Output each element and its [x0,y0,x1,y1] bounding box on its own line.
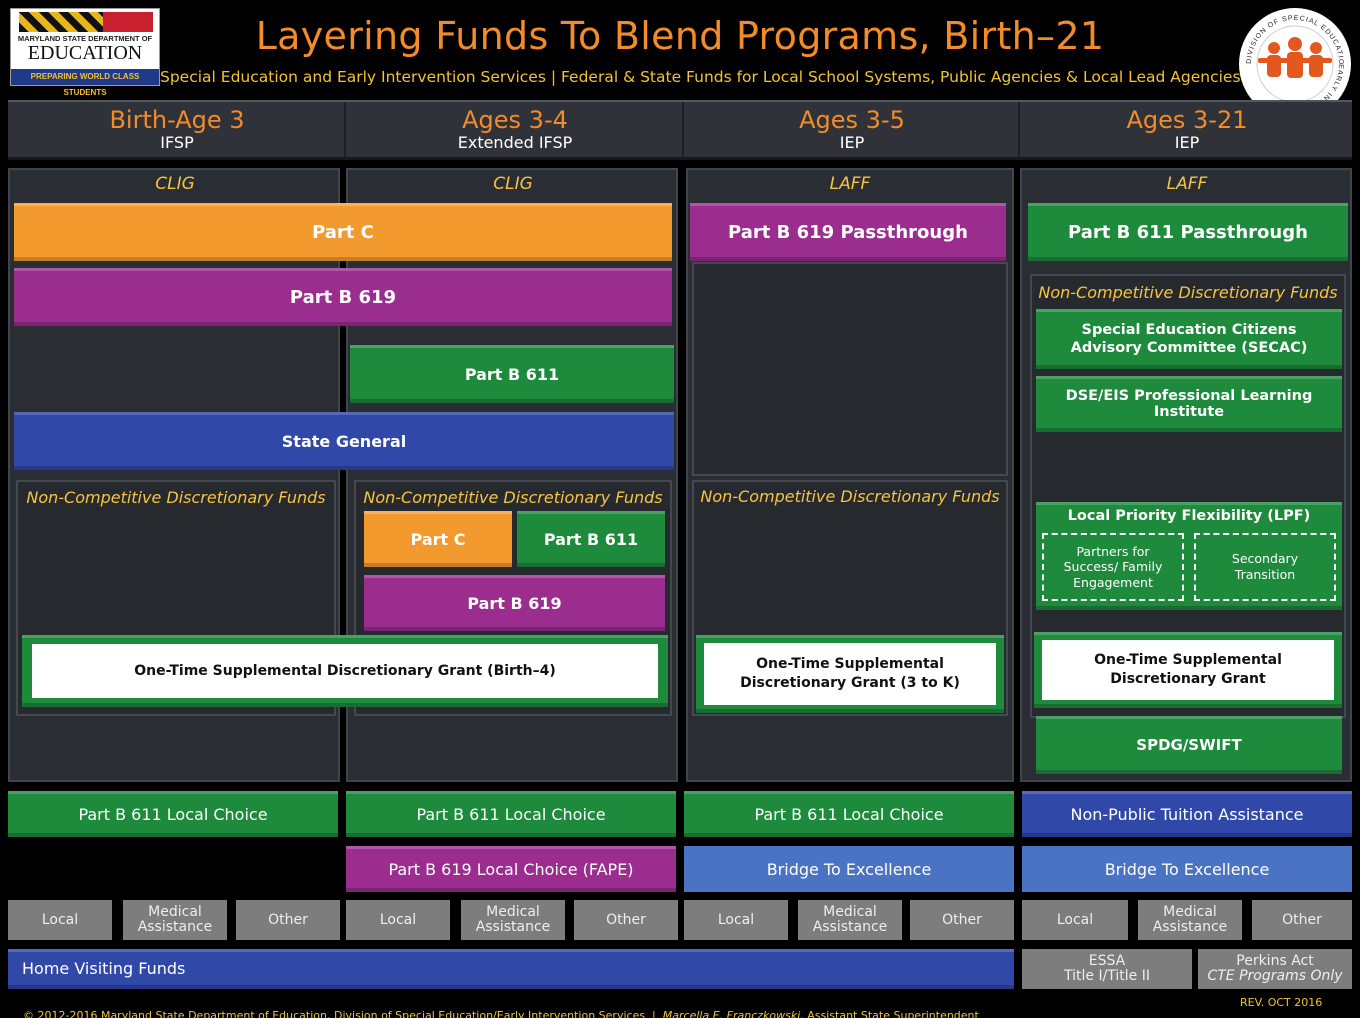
state-general-bar: State General [14,412,674,470]
msde-logo: MARYLAND STATE DEPARTMENT OF EDUCATION P… [10,8,160,97]
dse-eis-box: DSE/EIS Professional Learning Institute [1036,376,1342,432]
lpf-box [1036,502,1342,610]
secondary-transition-box: Secondary Transition [1194,533,1336,601]
medical-2: Medical Assistance [461,900,565,940]
part-b-619-passthrough: Part B 619 Passthrough [690,203,1006,261]
part-b-611-passthrough: Part B 611 Passthrough [1028,203,1348,261]
part-c-bar: Part C [14,203,672,261]
ncdf-part-b-619: Part B 619 [364,575,665,631]
col-header-birth-3: Birth-Age 3 IFSP [10,102,346,158]
onetime-grant-3k: One-Time Supplemental Discretionary Gran… [704,643,996,705]
col-header-3-4: Ages 3-4 Extended IFSP [348,102,684,158]
footer-revision: REV. OCT 2016 [1240,996,1323,1009]
local-choice-611-3: Part B 611 Local Choice [684,791,1014,837]
ncdf-label-birth-3: Non-Competitive Discretionary Funds [26,487,326,507]
medical-3: Medical Assistance [798,900,902,940]
col-plan: IEP [1174,133,1200,152]
col-age: Birth-Age 3 [109,106,245,134]
essa-line2: Title I/Title II [1063,968,1150,984]
home-visiting-bar: Home Visiting Funds [8,949,1014,989]
local-4: Local [1022,900,1128,940]
grant-label-laff-1: LAFF [829,174,871,194]
col-age: Ages 3-5 [799,106,905,134]
local-1: Local [8,900,112,940]
part-b-611-bar: Part B 611 [350,345,674,403]
lpf-label: Local Priority Flexibility (LPF) [1067,508,1311,524]
flag-red-cross-icon [103,12,153,32]
local-choice-611-2: Part B 611 Local Choice [346,791,676,837]
footer-copyright: © 2012-2016 Maryland State Department of… [16,996,1116,1018]
other-2: Other [574,900,678,940]
spdg-swift-box: SPDG/SWIFT [1036,716,1342,774]
upper-area-3-5 [692,262,1008,476]
logo-tagline: PREPARING WORLD CLASS STUDENTS [11,69,159,97]
essa-line1: ESSA [1088,952,1126,969]
col-age: Ages 3-21 [1126,106,1248,134]
essa-box: ESSA Title I/Title II [1022,949,1192,989]
ncdf-label-3-21: Non-Competitive Discretionary Funds [1038,282,1338,302]
children-icon [1258,37,1332,78]
column-headers: Birth-Age 3 IFSP Ages 3-4 Extended IFSP … [8,100,1352,160]
ncdf-part-b-611: Part B 611 [517,511,665,567]
col-plan: IFSP [160,133,194,152]
ncdf-label-3-4: Non-Competitive Discretionary Funds [363,487,663,507]
page-title: Layering Funds To Blend Programs, Birth–… [255,14,1105,58]
col-plan: Extended IFSP [457,133,573,152]
secac-box: Special Education Citizens Advisory Comm… [1036,309,1342,369]
footer-copyright-text: © 2012-2016 Maryland State Department of… [23,1009,663,1018]
local-2: Local [346,900,450,940]
other-4: Other [1252,900,1352,940]
footer-person: Marcella E. Franczkowski, [662,1009,804,1018]
onetime-grant-birth-4: One-Time Supplemental Discretionary Gran… [32,644,658,698]
bridge-excellence-2: Bridge To Excellence [1022,846,1352,892]
col-plan: IEP [839,133,865,152]
local-choice-611-1: Part B 611 Local Choice [8,791,338,837]
grant-label-clig-1: CLIG [155,174,195,194]
perkins-line2: CTE Programs Only [1207,968,1343,984]
col-header-3-5: Ages 3-5 IEP [686,102,1020,158]
other-3: Other [910,900,1014,940]
part-b-619-bar: Part B 619 [14,268,672,326]
logo-line1: MARYLAND STATE DEPARTMENT OF [17,34,153,43]
footer-role: Assistant State Superintendent [803,1009,979,1018]
non-public-tuition: Non-Public Tuition Assistance [1022,791,1352,837]
grant-label-laff-2: LAFF [1166,174,1208,194]
medical-1: Medical Assistance [123,900,227,940]
onetime-grant: One-Time Supplemental Discretionary Gran… [1042,640,1334,700]
col-header-3-21: Ages 3-21 IEP [1022,102,1352,158]
perkins-line1: Perkins Act [1236,952,1314,969]
ncdf-part-c: Part C [364,511,512,567]
division-seal: DIVISION OF SPECIAL EDUCATION EARLY INTE… [1233,1,1354,122]
grant-label-clig-2: CLIG [493,174,533,194]
local-3: Local [684,900,788,940]
partners-box: Partners for Success/ Family Engagement [1042,533,1184,601]
perkins-box: Perkins Act CTE Programs Only [1198,949,1352,989]
logo-line2: EDUCATION [27,42,143,64]
ncdf-label-3-5: Non-Competitive Discretionary Funds [700,486,1000,506]
other-1: Other [236,900,340,940]
home-visiting-label: Home Visiting Funds [22,959,186,978]
bridge-excellence-1: Bridge To Excellence [684,846,1014,892]
medical-4: Medical Assistance [1138,900,1242,940]
local-choice-619: Part B 619 Local Choice (FAPE) [346,846,676,892]
page-subtitle: Special Education and Early Intervention… [160,68,1241,86]
col-age: Ages 3-4 [462,106,568,134]
